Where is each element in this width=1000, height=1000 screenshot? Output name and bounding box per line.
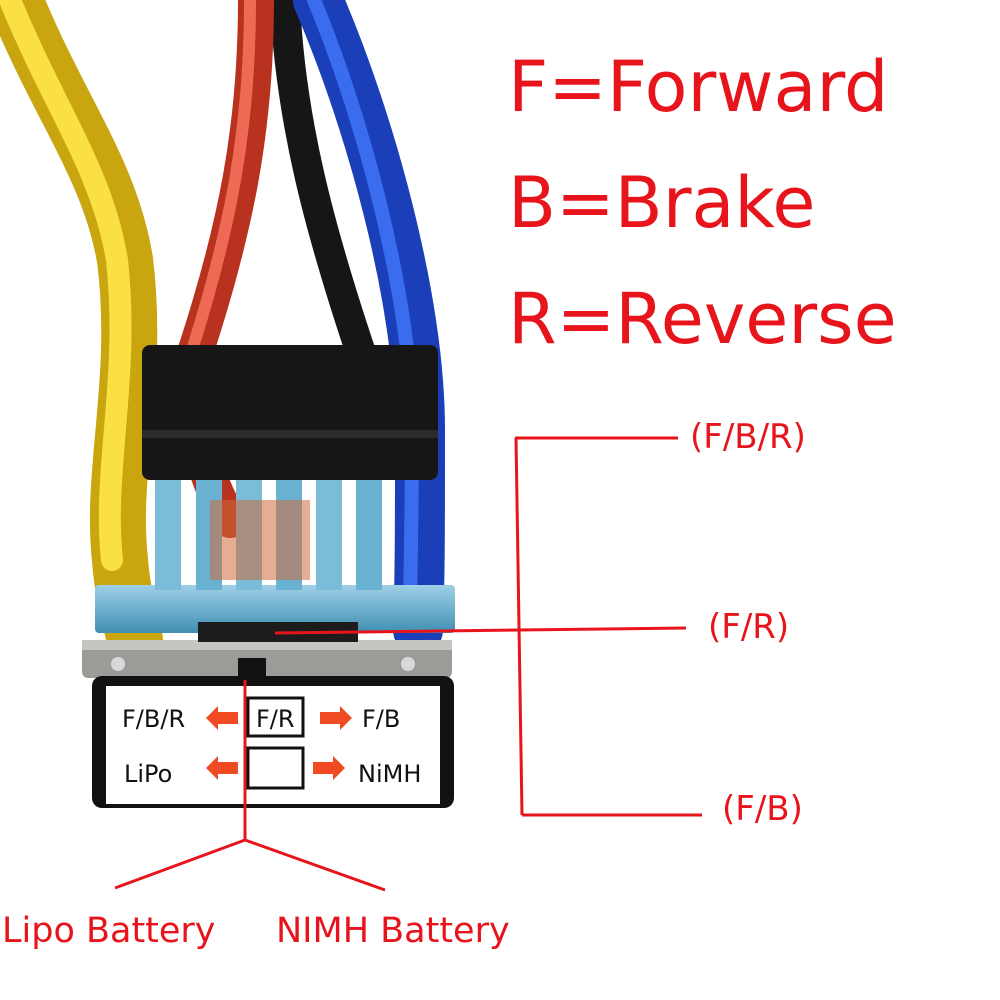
label-fr: F/R — [256, 705, 295, 733]
esc-label: F/B/R F/R F/B LiPo NiMH — [122, 696, 421, 790]
legend-reverse: R=Reverse — [508, 278, 897, 360]
arrow-left-icon — [206, 706, 238, 730]
annotation-lines — [114, 436, 702, 892]
wire-clamp — [142, 345, 438, 480]
legend-forward: F=Forward — [508, 46, 889, 128]
pointer-lipo — [114, 838, 246, 890]
callout-fb: (F/B) — [722, 789, 803, 829]
lipo-battery-label: Lipo Battery — [2, 911, 216, 951]
pointer-fr — [274, 626, 687, 635]
label-fb: F/B — [362, 705, 400, 733]
callout-fr: (F/R) — [708, 607, 790, 647]
bracket-vertical — [514, 437, 524, 816]
red-wire-highlight — [186, 0, 256, 356]
nimh-battery-label: NIMH Battery — [276, 911, 510, 951]
arrow-left-icon — [206, 756, 238, 780]
esc-body — [92, 676, 454, 808]
callout-fbr: (F/B/R) — [690, 417, 806, 457]
switch-window-top — [246, 696, 305, 738]
circuit-board — [82, 622, 452, 678]
arrow-right-icon — [313, 756, 345, 780]
label-lipo: LiPo — [124, 760, 172, 788]
arrow-right-icon — [320, 706, 352, 730]
switch-window-bottom — [246, 746, 305, 790]
legend-brake: B=Brake — [508, 162, 816, 244]
label-nimh: NiMH — [358, 760, 421, 788]
heatsink — [95, 480, 455, 633]
black-wire — [270, 0, 375, 365]
yellow-wire-highlight — [0, 0, 132, 571]
pointer-nimh — [244, 838, 386, 892]
label-fbr: F/B/R — [122, 705, 185, 733]
